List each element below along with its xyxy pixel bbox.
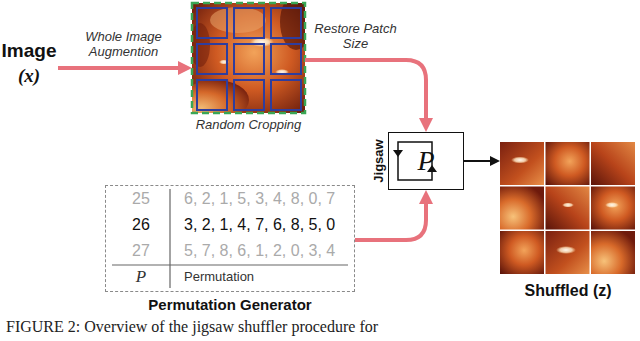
figure-caption: FIGURE 2: Overview of the jigsaw shuffle…: [6, 318, 378, 336]
jigsaw-title: Jigsaw: [371, 139, 386, 182]
table-cell: 3, 2, 1, 4, 7, 6, 8, 5, 0: [184, 216, 335, 234]
augmented-image: Random Cropping: [192, 3, 305, 133]
table-cell: 5, 7, 8, 6, 1, 2, 0, 3, 4: [184, 242, 335, 260]
output-title: Shuffled (z): [500, 282, 636, 300]
permutation-symbol: P: [389, 145, 463, 177]
input-title: Image: [0, 40, 61, 62]
jigsaw-box: JigsawP: [388, 132, 464, 190]
crop-box: [197, 44, 227, 74]
crop-box: [197, 80, 227, 110]
crop-box: [234, 80, 264, 110]
table-cell: 6, 2, 1, 5, 3, 4, 8, 0, 7: [184, 190, 335, 208]
flow-arrow: [305, 60, 426, 118]
flow-arrow: [464, 160, 490, 162]
flow-arrow: [58, 66, 178, 70]
image-border: [192, 3, 305, 113]
image-caption: Random Cropping: [172, 117, 325, 132]
loop-arrow: [393, 150, 403, 157]
table-rule: [112, 264, 348, 265]
permutation-generator: 25 6, 2, 1, 5, 3, 4, 8, 0, 7 26 3, 2, 1, 4,…: [105, 185, 355, 292]
crop-box: [271, 8, 301, 38]
table-header: Permutation: [184, 269, 254, 284]
crop-box: [234, 8, 264, 38]
table-index: 25: [116, 190, 166, 208]
endoscopy-image: [192, 3, 305, 113]
shuffled-patches: [500, 142, 635, 274]
crop-box: [271, 80, 301, 110]
shuffled-image: Shuffled (z): [500, 142, 636, 302]
generator-title: Permutation Generator: [96, 296, 364, 313]
table-index: 26: [116, 216, 166, 234]
input-label: Image(x): [3, 40, 55, 94]
input-symbol: (x): [0, 65, 61, 87]
table-index: 27: [116, 242, 166, 260]
crop-box: [271, 44, 301, 74]
table-rule: [169, 189, 170, 288]
crop-box: [197, 8, 227, 38]
flow-arrow: [355, 204, 426, 240]
crop-box: [234, 44, 264, 74]
edge-label: Restore Patch Size: [309, 21, 403, 52]
edge-label: Whole Image Augmention: [66, 29, 182, 60]
table-header: P: [116, 267, 166, 287]
